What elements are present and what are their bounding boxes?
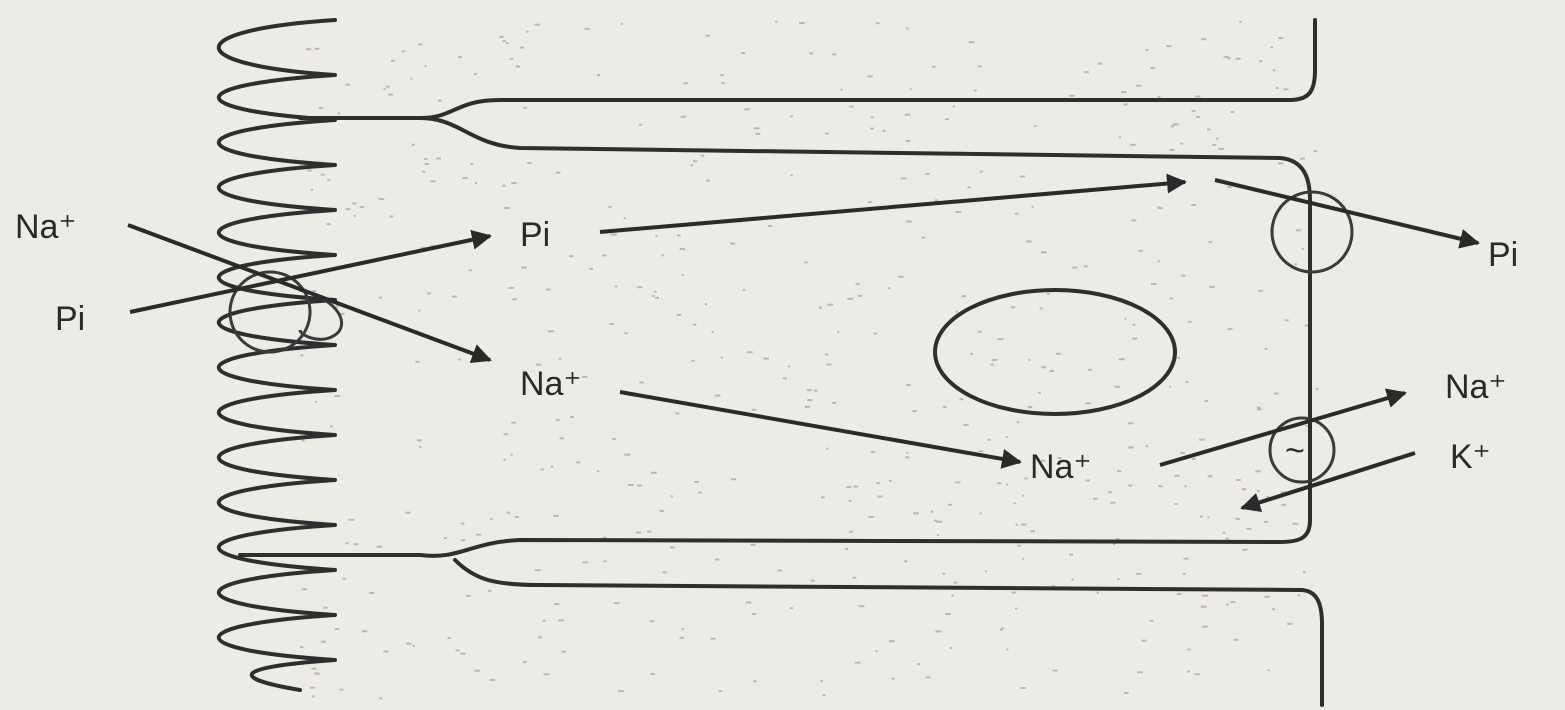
label-k-blood: K⁺ <box>1450 438 1491 476</box>
label-na-cell-lower: Na⁺ <box>1030 448 1091 486</box>
arrow-na-exit <box>1160 393 1405 465</box>
label-na-blood: Na⁺ <box>1445 368 1506 406</box>
arrow-k-entry <box>1242 453 1415 508</box>
arrow-pi-cross <box>600 182 1185 232</box>
arrow-na-entry <box>128 225 490 360</box>
label-pi-blood: Pi <box>1488 236 1518 274</box>
cytoplasm-stipple <box>300 21 1318 700</box>
label-na-cell-upper: Na⁺ <box>520 365 581 403</box>
upper-neighbor-membrane <box>300 20 1315 118</box>
label-pi-cell: Pi <box>520 216 550 254</box>
pump-symbol: ~ <box>1285 432 1305 470</box>
nucleus <box>935 290 1175 414</box>
brush-border-microvilli <box>219 20 335 690</box>
arrow-pi-exit <box>1215 180 1478 243</box>
lower-neighbor-membrane <box>455 560 1322 705</box>
label-pi-lumen: Pi <box>55 300 85 338</box>
label-na-lumen: Na⁺ <box>15 208 76 246</box>
arrow-na-cross <box>620 392 1020 462</box>
